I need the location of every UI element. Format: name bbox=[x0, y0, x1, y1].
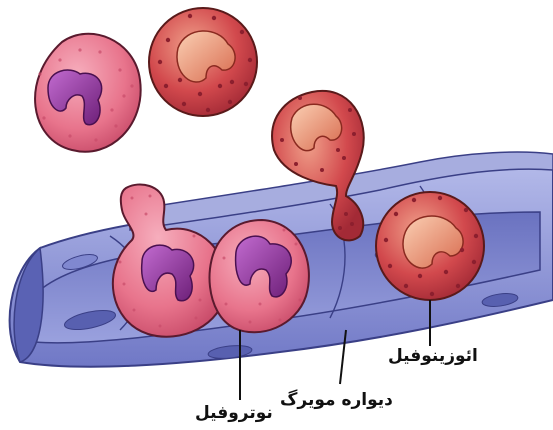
eosinophil-label: ائوزینوفیل bbox=[388, 348, 478, 365]
neutrophil-label: نوتروفیل bbox=[195, 405, 273, 422]
neutrophil-cell-free bbox=[35, 34, 141, 152]
eosinophil-cell-free bbox=[149, 8, 257, 116]
eosinophil-cell-lumen bbox=[376, 192, 484, 300]
neutrophil-cell-attached bbox=[210, 220, 309, 332]
capillary-wall-label: دیواره مویرگ bbox=[280, 392, 393, 409]
